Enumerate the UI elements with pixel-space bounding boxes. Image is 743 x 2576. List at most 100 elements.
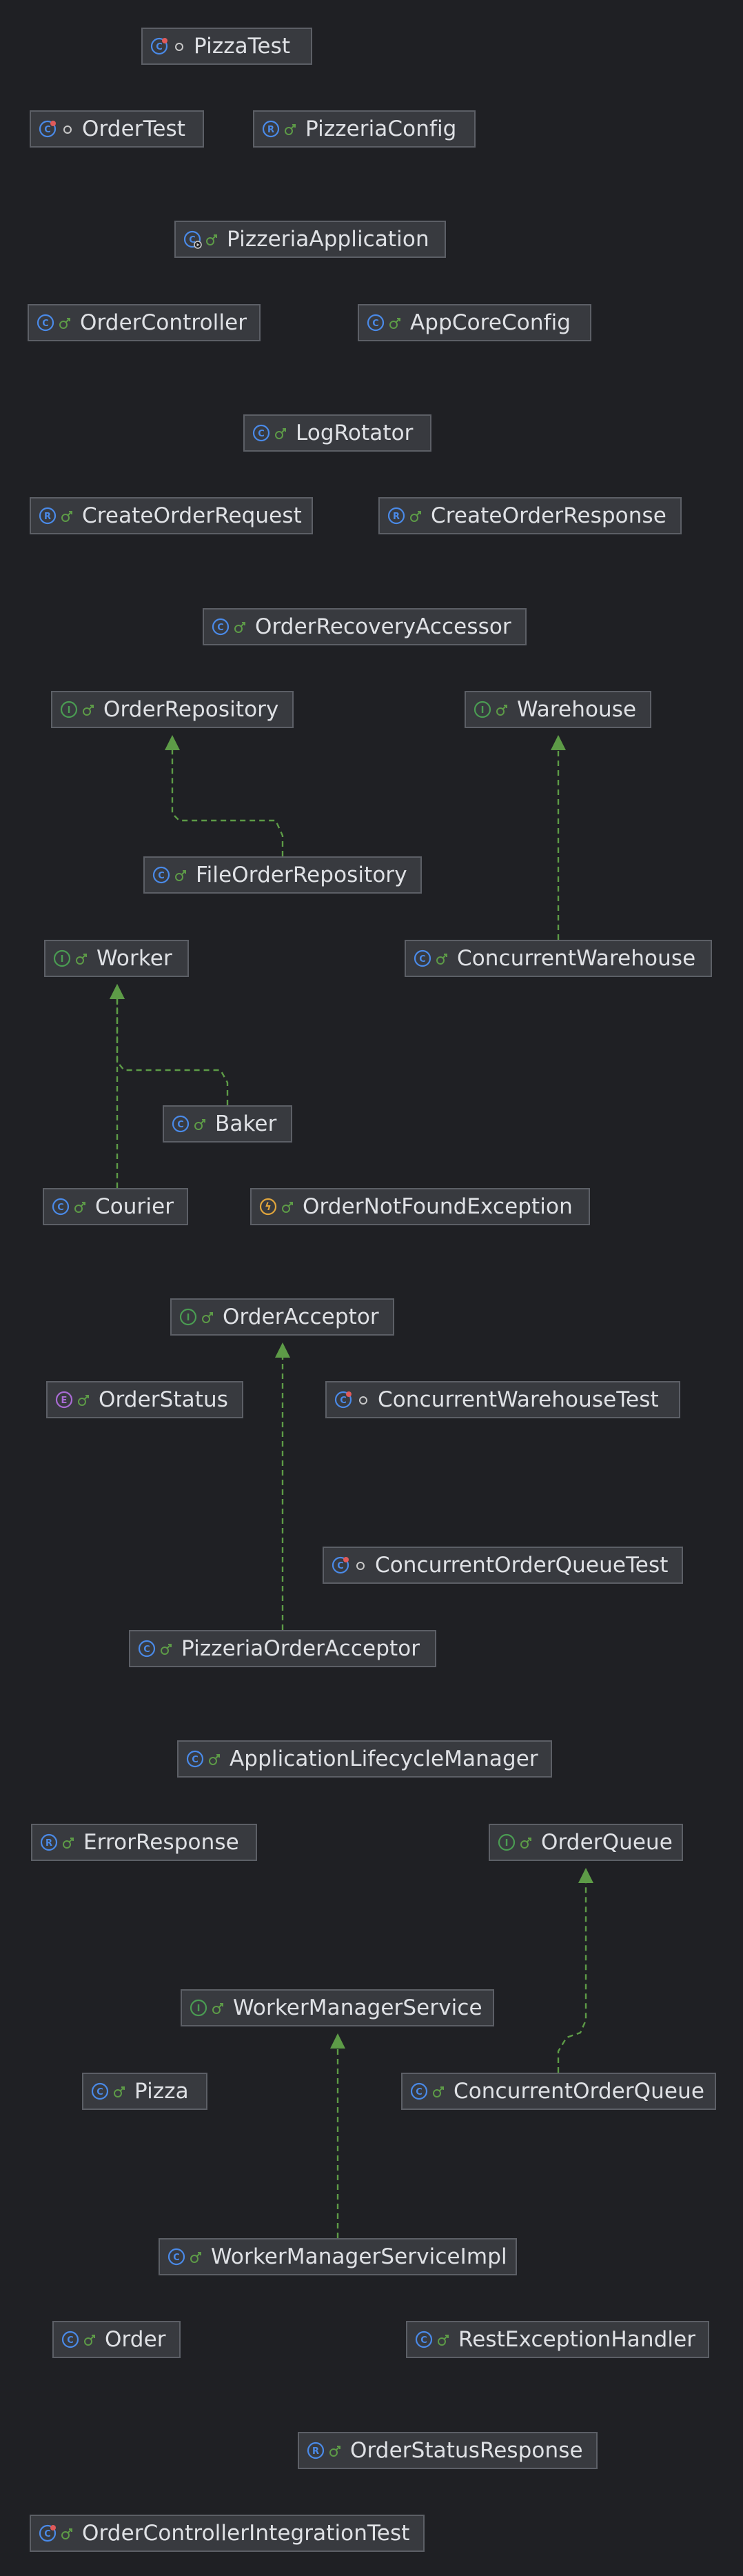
node-label: OrderStatusResponse xyxy=(350,2437,583,2463)
public-visibility-icon xyxy=(275,428,286,439)
arrowhead-OrderAcceptor xyxy=(275,1342,290,1358)
test-class-icon: C xyxy=(332,1556,349,1574)
svg-text:C: C xyxy=(42,319,49,329)
node-pizzeria-config[interactable]: R PizzeriaConfig xyxy=(253,110,476,148)
interface-icon: I xyxy=(179,1308,197,1326)
class-icon: C xyxy=(252,424,270,442)
public-visibility-icon xyxy=(438,2335,449,2346)
node-label: OrderNotFoundException xyxy=(303,1194,573,1219)
node-label: ConcurrentWarehouseTest xyxy=(378,1387,659,1412)
svg-text:E: E xyxy=(61,1396,68,1406)
svg-text:C: C xyxy=(189,235,196,245)
record-icon: R xyxy=(39,507,57,525)
node-label: LogRotator xyxy=(296,420,414,445)
interface-icon: I xyxy=(474,701,491,718)
class-icon: C xyxy=(167,2248,185,2266)
node-label: AppCoreConfig xyxy=(410,310,571,335)
node-courier[interactable]: C Courier xyxy=(43,1188,188,1225)
node-log-rotator[interactable]: C LogRotator xyxy=(243,414,431,452)
node-worker-manager-service[interactable]: I WorkerManagerService xyxy=(181,1989,494,2026)
node-label: PizzeriaConfig xyxy=(305,116,457,141)
node-pizzeria-order-acceptor[interactable]: C PizzeriaOrderAcceptor xyxy=(129,1630,436,1667)
node-warehouse[interactable]: I Warehouse xyxy=(465,691,651,728)
svg-text:C: C xyxy=(57,1203,64,1213)
edge-FileOrderRepository-implements-OrderRepository xyxy=(171,736,284,856)
public-visibility-icon xyxy=(206,234,217,245)
class-icon: C xyxy=(138,1640,156,1658)
node-label: OrderControllerIntegrationTest xyxy=(82,2520,410,2546)
package-visibility-icon xyxy=(175,43,183,51)
svg-text:C: C xyxy=(44,125,51,135)
node-label: OrderAcceptor xyxy=(223,1304,379,1329)
edge-Baker-implements-Worker xyxy=(116,985,229,1105)
node-label: OrderRepository xyxy=(103,696,279,722)
node-concurrent-order-queue-test[interactable]: C ConcurrentOrderQueueTest xyxy=(323,1547,683,1584)
public-visibility-icon xyxy=(389,318,400,329)
svg-text:C: C xyxy=(420,2335,427,2346)
interface-icon: I xyxy=(60,701,78,718)
node-label: ConcurrentOrderQueueTest xyxy=(375,1552,669,1578)
svg-text:C: C xyxy=(173,2253,180,2263)
svg-text:C: C xyxy=(44,2529,51,2539)
svg-text:I: I xyxy=(197,2004,201,2014)
public-visibility-icon xyxy=(282,1202,293,1213)
public-visibility-icon xyxy=(84,2335,95,2346)
public-visibility-icon xyxy=(202,1312,213,1323)
public-visibility-icon xyxy=(76,954,87,965)
node-label: Warehouse xyxy=(517,696,637,722)
public-visibility-icon xyxy=(433,2086,444,2097)
node-label: Order xyxy=(105,2326,166,2352)
public-visibility-icon xyxy=(78,1395,89,1406)
svg-text:R: R xyxy=(44,512,51,522)
class-icon: C xyxy=(152,866,170,884)
node-baker[interactable]: C Baker xyxy=(163,1105,292,1143)
svg-text:C: C xyxy=(419,954,426,965)
test-class-icon: C xyxy=(150,37,168,55)
svg-text:C: C xyxy=(217,623,224,633)
node-label: Pizza xyxy=(134,2078,189,2104)
class-icon: C xyxy=(414,949,431,967)
svg-text:C: C xyxy=(416,2087,423,2097)
node-order-status-response[interactable]: R OrderStatusResponse xyxy=(298,2432,598,2469)
node-order-acceptor[interactable]: I OrderAcceptor xyxy=(170,1298,394,1336)
class-icon: C xyxy=(61,2331,79,2348)
node-order[interactable]: C Order xyxy=(52,2321,181,2358)
node-label: ErrorResponse xyxy=(83,1829,239,1855)
package-visibility-icon xyxy=(63,125,72,134)
class-icon: C xyxy=(172,1115,190,1133)
node-label: PizzeriaOrderAcceptor xyxy=(181,1636,420,1661)
node-label: Baker xyxy=(215,1111,277,1136)
node-label: Courier xyxy=(95,1194,174,1219)
node-order-repository[interactable]: I OrderRepository xyxy=(51,691,294,728)
svg-text:R: R xyxy=(267,125,274,135)
node-order-controller-integration-test[interactable]: C OrderControllerIntegrationTest xyxy=(30,2515,425,2552)
public-visibility-icon xyxy=(496,705,507,716)
node-label: WorkerManagerService xyxy=(233,1995,482,2020)
public-visibility-icon xyxy=(74,1202,85,1213)
enum-icon: E xyxy=(55,1391,73,1409)
node-label: ApplicationLifecycleManager xyxy=(230,1746,538,1771)
svg-text:R: R xyxy=(312,2446,319,2457)
